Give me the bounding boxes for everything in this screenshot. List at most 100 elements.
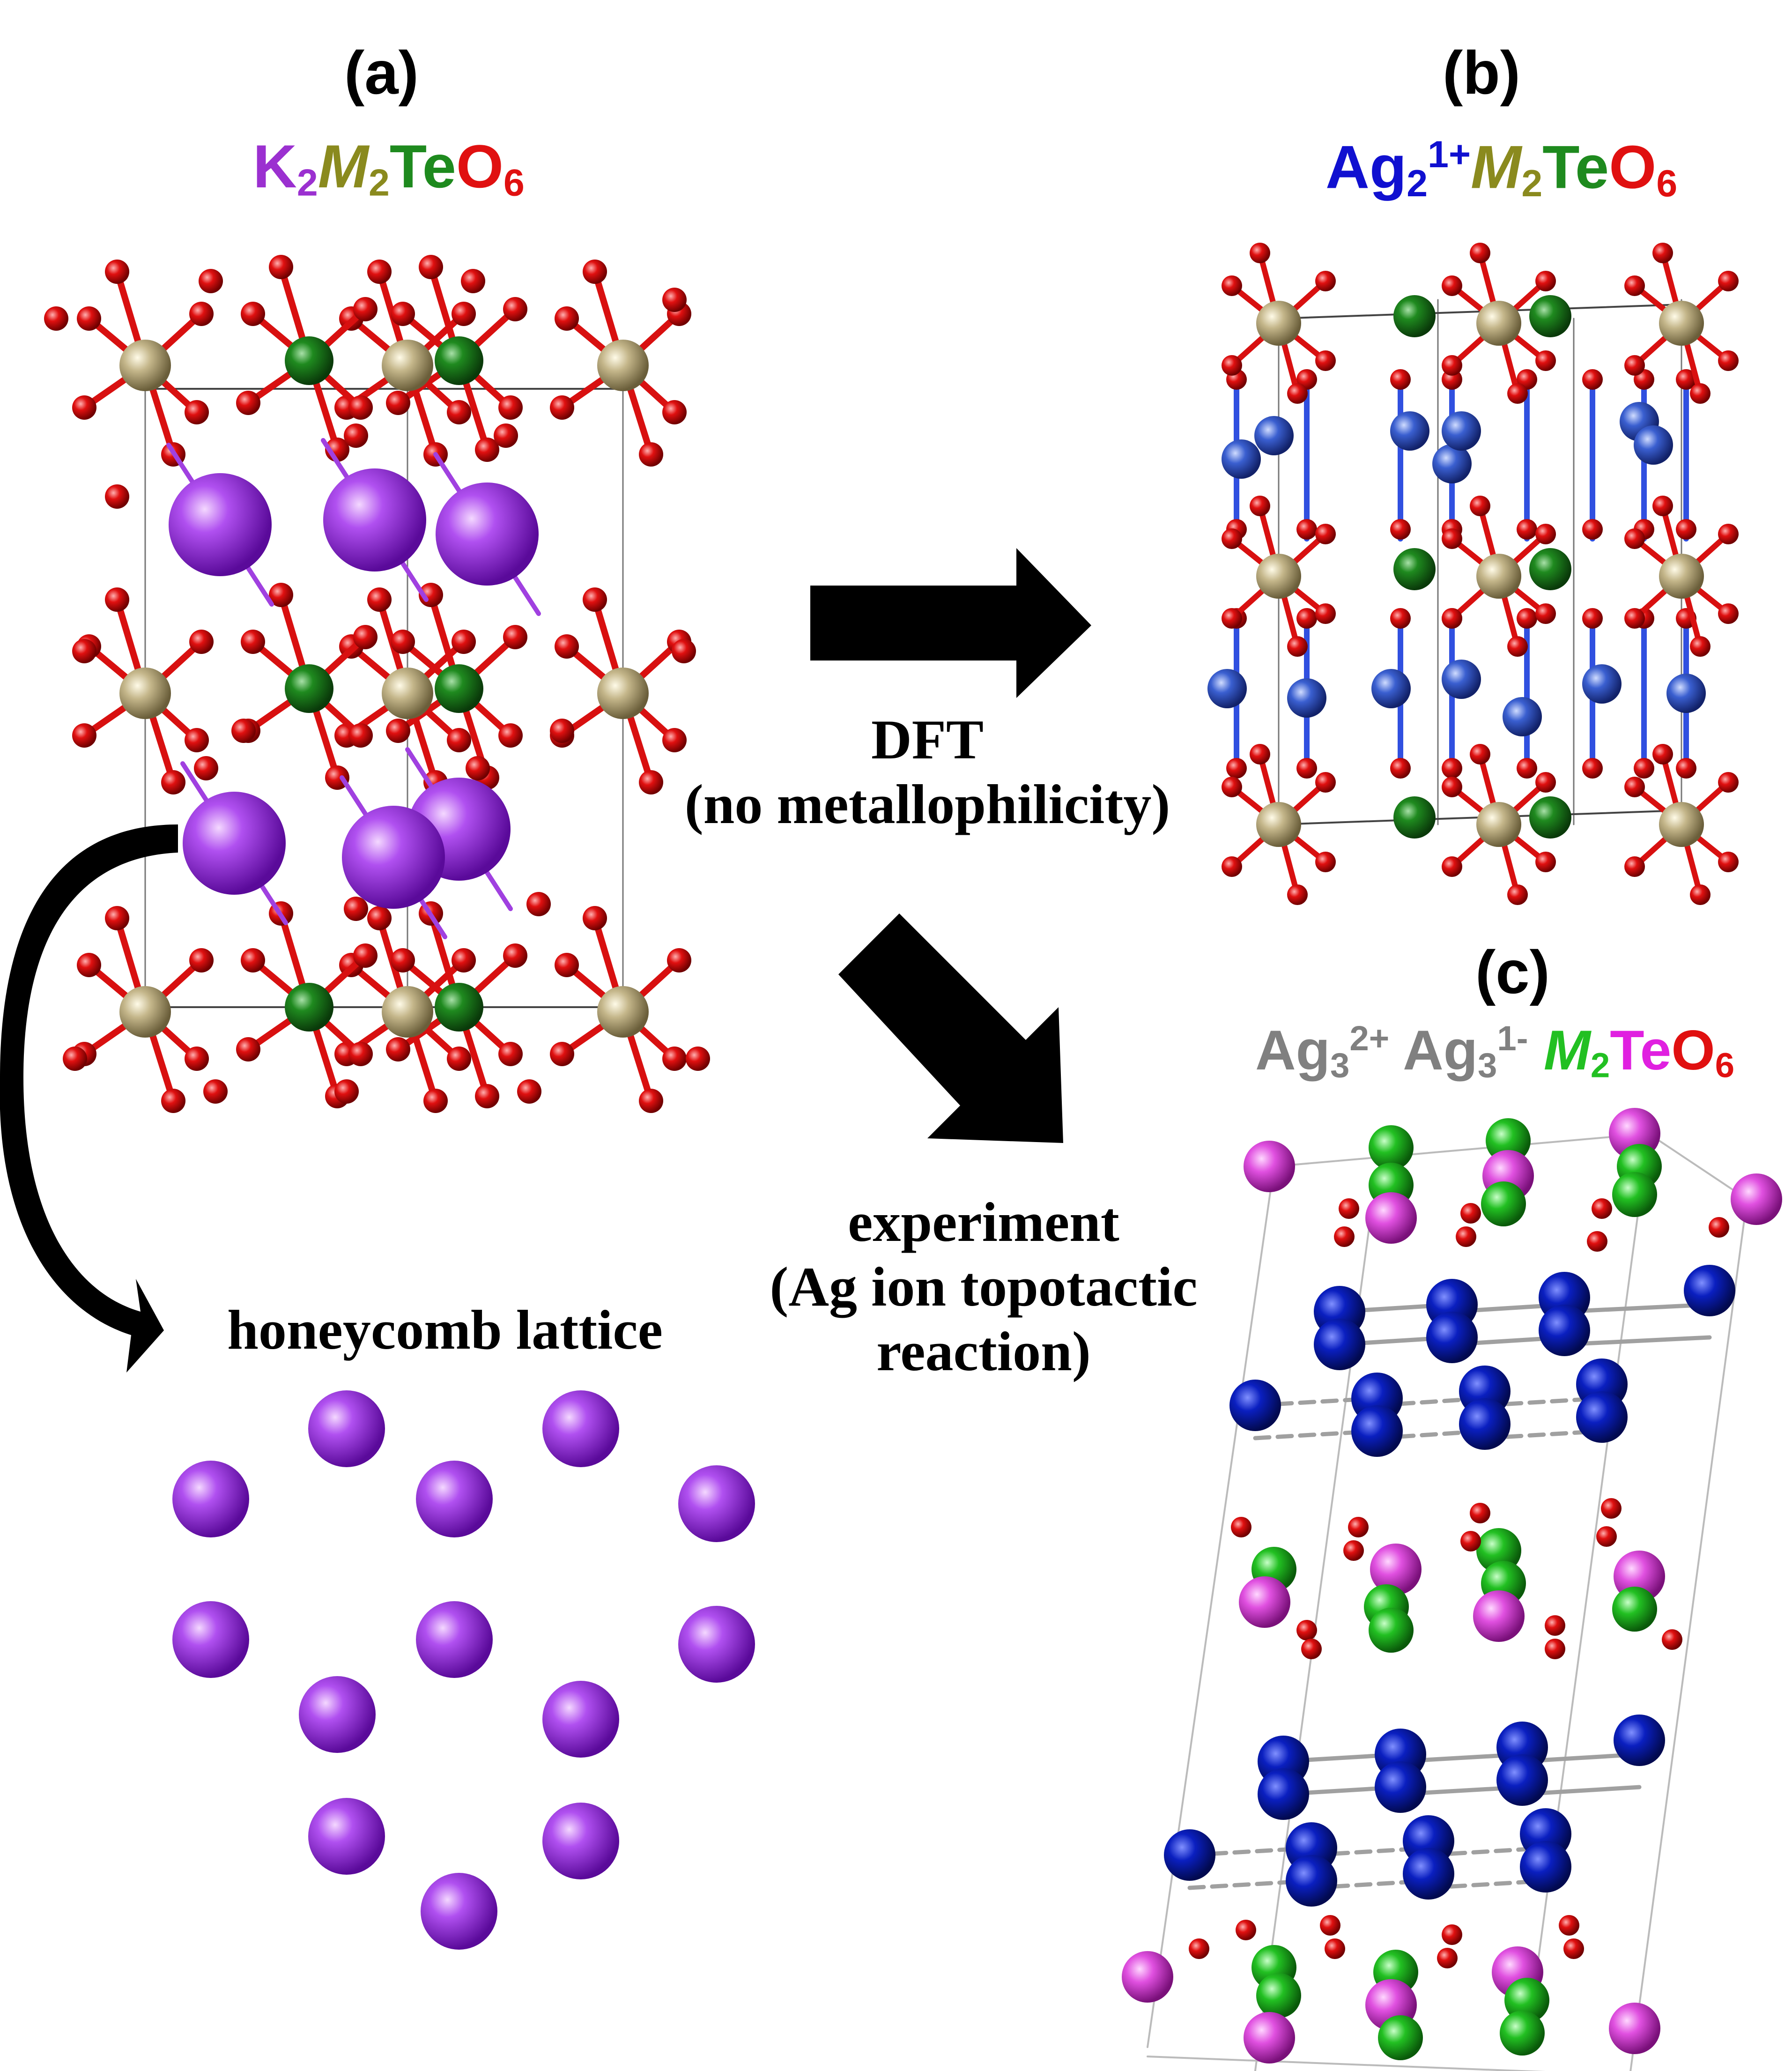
formula-b-O: O: [1609, 133, 1657, 201]
te-atom: [1659, 802, 1704, 847]
oxygen-atom: [1236, 1920, 1256, 1940]
oxygen-atom: [447, 728, 471, 752]
m-atom: [285, 983, 333, 1032]
oxygen-atom: [1535, 350, 1556, 371]
panel-b-tag: (b): [1443, 38, 1520, 107]
m-atom: [1504, 1978, 1549, 2023]
oxygen-atom: [667, 948, 691, 972]
oxygen-atom: [662, 400, 687, 424]
oxygen-atom: [1676, 758, 1696, 779]
oxygen-atom: [1442, 777, 1462, 797]
silver-atom: [1254, 416, 1294, 455]
oxygen-atom: [1390, 519, 1411, 540]
m-atom: [285, 336, 333, 385]
oxygen-atom: [348, 395, 373, 420]
oxygen-atom: [1470, 744, 1490, 765]
experiment-line-2: (Ag ion topotactic: [770, 1255, 1198, 1318]
oxygen-atom: [475, 438, 499, 462]
oxygen-atom: [391, 630, 415, 654]
oxygen-atom: [1559, 1915, 1579, 1936]
silver-atom: [1432, 444, 1472, 483]
silver-atom: [1426, 1312, 1478, 1363]
oxygen-atom: [72, 639, 96, 663]
oxygen-atom: [1296, 519, 1317, 540]
silver-atom: [1390, 411, 1429, 451]
te-atom: [382, 668, 433, 719]
oxygen-atom: [1250, 744, 1270, 765]
oxygen-atom: [583, 260, 607, 284]
oxygen-atom: [1535, 524, 1556, 544]
oxygen-atom: [1634, 758, 1654, 779]
silver-atom: [1375, 1761, 1426, 1813]
te-atom: [1473, 1590, 1525, 1642]
oxygen-atom: [1624, 608, 1645, 629]
dft-arrow: [810, 548, 1091, 698]
oxygen-atom: [1718, 852, 1739, 872]
oxygen-atom: [189, 630, 214, 654]
oxygen-atom: [1460, 1531, 1481, 1551]
oxygen-atom: [517, 1079, 541, 1104]
oxygen-atom: [555, 634, 579, 659]
oxygen-atom: [1339, 1198, 1359, 1219]
oxygen-atom: [1507, 383, 1528, 404]
oxygen-atom: [1652, 243, 1673, 263]
oxygen-atom: [386, 719, 410, 743]
oxygen-atom: [662, 1047, 687, 1071]
oxygen-atom: [639, 1089, 663, 1113]
panel-a-tag: (a): [344, 38, 419, 107]
oxygen-atom: [550, 1042, 574, 1066]
te-atom: [1256, 554, 1301, 599]
oxygen-atom: [185, 400, 209, 424]
oxygen-atom: [77, 306, 101, 331]
formula-c-Ag1: Ag: [1255, 1018, 1330, 1082]
te-atom: [382, 986, 433, 1038]
oxygen-atom: [367, 260, 392, 284]
oxygen-atom: [1709, 1217, 1729, 1238]
oxygen-atom: [105, 906, 129, 930]
dft-label: DFT (no metallophilicity): [646, 707, 1208, 837]
te-atom: [597, 986, 649, 1038]
oxygen-atom: [367, 587, 392, 612]
oxygen-atom: [1718, 271, 1739, 291]
oxygen-atom: [583, 906, 607, 930]
oxygen-atom: [498, 1042, 523, 1066]
silver-atom: [1258, 1768, 1309, 1820]
oxygen-atom: [498, 395, 523, 420]
m-atom: [1529, 796, 1571, 839]
potassium-atom: [542, 1681, 619, 1758]
potassium-atom: [308, 1798, 385, 1875]
oxygen-atom: [1582, 369, 1603, 390]
oxygen-atom: [348, 723, 373, 748]
oxygen-atom: [353, 943, 378, 968]
oxygen-atom: [185, 1047, 209, 1071]
te-atom: [1659, 554, 1704, 599]
te-atom: [1476, 554, 1521, 599]
unit-cell-edge: [1147, 1165, 1275, 2048]
oxygen-atom: [1315, 852, 1336, 872]
m-atom: [1486, 1118, 1531, 1163]
potassium-atom: [542, 1803, 619, 1879]
oxygen-atom: [1718, 772, 1739, 793]
silver-atom: [1576, 1391, 1628, 1443]
te-atom: [1365, 1192, 1417, 1244]
oxygen-atom: [526, 892, 551, 916]
oxygen-atom: [1250, 496, 1270, 516]
oxygen-atom: [1222, 608, 1242, 629]
silver-atom: [1503, 697, 1542, 736]
oxygen-atom: [1442, 1924, 1462, 1945]
potassium-atom: [299, 1676, 376, 1753]
oxygen-atom: [1222, 528, 1242, 549]
formula-c-O: O: [1671, 1018, 1715, 1082]
oxygen-atom: [583, 587, 607, 612]
oxygen-atom: [494, 423, 518, 448]
oxygen-atom: [461, 269, 485, 293]
silver-atom: [1314, 1319, 1365, 1370]
oxygen-atom: [686, 1047, 710, 1071]
oxygen-atom: [1601, 1498, 1622, 1519]
m-atom: [1378, 2015, 1423, 2060]
silver-atom: [1582, 664, 1622, 704]
oxygen-atom: [1690, 636, 1711, 657]
oxygen-atom: [348, 1042, 373, 1066]
silver-atom: [1442, 411, 1481, 451]
oxygen-atom: [452, 948, 476, 972]
